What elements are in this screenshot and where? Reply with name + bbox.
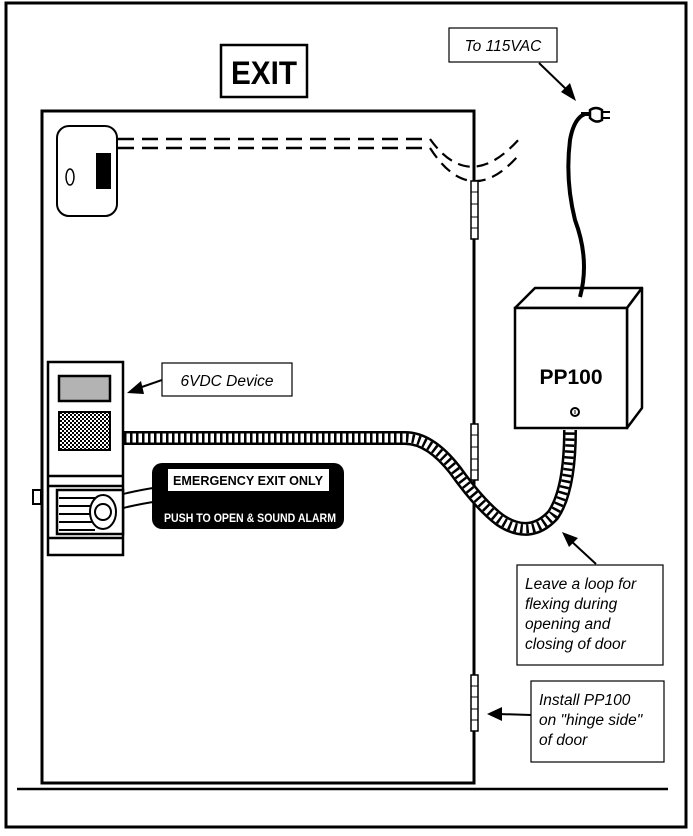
plug-icon [581, 106, 610, 123]
alarm-bar-label: EMERGENCY EXIT ONLY PUSH TO OPEN & SOUND… [122, 463, 344, 529]
install-callout: Install PP100 on "hinge side" of door [487, 680, 665, 763]
exit-sign: EXIT [219, 43, 309, 99]
loop-note-line-1: Leave a loop for [525, 576, 637, 593]
loop-note-line-2: flexing during [525, 596, 618, 613]
power-cord [566, 106, 610, 298]
hinge-bottom [470, 674, 479, 732]
pp100-label: PP100 [539, 366, 602, 389]
outer-frame [4, 1, 688, 829]
loop-note-line-3: opening and [525, 616, 612, 633]
door-contact-switch [56, 125, 118, 217]
loop-callout: Leave a loop for flexing during opening … [516, 532, 664, 666]
device-callout: 6VDC Device [127, 362, 293, 397]
device-display [57, 374, 112, 403]
power-callout: To 115VAC [448, 27, 576, 101]
door-latch-tab [32, 489, 42, 505]
power-callout-text: To 115VAC [465, 38, 543, 55]
install-note-line-3: of door [539, 732, 588, 749]
exit-alarm-device [32, 360, 125, 557]
alarm-bar-line1: EMERGENCY EXIT ONLY [173, 473, 323, 488]
exit-sign-text: EXIT [231, 55, 297, 91]
armored-cable [124, 429, 577, 536]
hinge-top [470, 180, 479, 240]
device-speaker-grille [58, 411, 111, 451]
pp100-power-supply: PP100 [513, 286, 644, 430]
loop-note-line-4: closing of door [525, 636, 627, 653]
device-callout-text: 6VDC Device [180, 373, 273, 390]
install-note-line-2: on "hinge side" [539, 712, 644, 729]
concealed-wire-run [118, 137, 521, 183]
install-note-line-1: Install PP100 [539, 692, 631, 709]
alarm-bar-line2: PUSH TO OPEN & SOUND ALARM [164, 513, 336, 525]
hinge-middle [470, 423, 479, 481]
